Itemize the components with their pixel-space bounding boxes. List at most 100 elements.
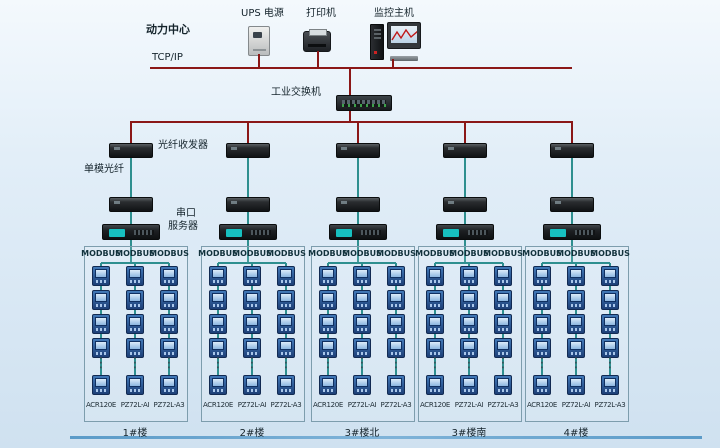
monitor-screen: [391, 26, 417, 43]
meter-screen: [212, 341, 224, 350]
meter-buttons: [213, 352, 224, 355]
meter-icon: [567, 290, 585, 310]
meter-screen: [536, 378, 548, 387]
meter-buttons: [281, 352, 292, 355]
column-ellipsis: ⋮: [569, 355, 583, 371]
meter-buttons: [323, 304, 334, 307]
fiber-transceiver-icon: [336, 143, 380, 158]
meter-icon: [160, 338, 178, 358]
meter-screen: [536, 341, 548, 350]
meter-screen: [356, 317, 368, 326]
serial-server-icon: [543, 224, 601, 240]
fiber-transceiver-label: 光纤收发器: [158, 140, 208, 151]
meter-icon: [387, 290, 405, 310]
meter-icon: [209, 314, 227, 334]
meter-icon: [387, 375, 405, 395]
modbus-label: MODBUS: [449, 249, 489, 258]
meter-icon: [533, 375, 551, 395]
printer-drop-line: [317, 51, 319, 68]
meter-model-label: ACR120E: [526, 401, 558, 409]
ups-drop-line: [258, 54, 260, 68]
meter-buttons: [357, 328, 368, 331]
meter-screen: [212, 269, 224, 278]
meter-buttons: [571, 280, 582, 283]
meter-buttons: [213, 304, 224, 307]
meter-icon: [126, 266, 144, 286]
meter-buttons: [96, 280, 107, 283]
meter-buttons: [247, 352, 258, 355]
meter-buttons: [391, 389, 402, 392]
building-label: 3#楼北: [344, 428, 380, 439]
meter-buttons: [464, 328, 475, 331]
meter-buttons: [391, 328, 402, 331]
meter-icon: [460, 338, 478, 358]
meter-buttons: [430, 280, 441, 283]
meter-screen: [280, 293, 292, 302]
meter-buttons: [96, 328, 107, 331]
meter-icon: [567, 375, 585, 395]
meter-screen: [497, 293, 509, 302]
fiber-transceiver-icon: [336, 197, 380, 212]
serial-group-line: [130, 240, 132, 263]
ups-icon: [248, 26, 270, 56]
meter-buttons: [130, 328, 141, 331]
meter-icon: [126, 375, 144, 395]
meter-icon: [426, 290, 444, 310]
meter-icon: [387, 338, 405, 358]
single-mode-fiber-line: [130, 158, 132, 197]
meter-screen: [429, 317, 441, 326]
meter-screen: [322, 293, 334, 302]
serial-group-line: [247, 240, 249, 263]
meter-buttons: [130, 389, 141, 392]
meter-model-label: PZ72L-A3: [153, 401, 185, 409]
column-ellipsis: ⋮: [428, 355, 442, 371]
meter-buttons: [391, 352, 402, 355]
meter-icon: [567, 314, 585, 334]
meter-screen: [570, 317, 582, 326]
meter-icon: [387, 314, 405, 334]
meter-icon: [494, 266, 512, 286]
meter-icon: [460, 290, 478, 310]
meter-icon: [319, 290, 337, 310]
tcpip-label: TCP/IP: [152, 52, 183, 63]
meter-screen: [536, 317, 548, 326]
distribution-bus-line: [131, 121, 573, 123]
meter-buttons: [164, 328, 175, 331]
meter-screen: [280, 317, 292, 326]
serial-server-display: [226, 229, 242, 237]
meter-screen: [390, 317, 402, 326]
meter-screen: [356, 293, 368, 302]
meter-buttons: [464, 352, 475, 355]
meter-screen: [129, 341, 141, 350]
meter-screen: [497, 317, 509, 326]
meter-buttons: [281, 328, 292, 331]
meter-model-label: PZ72L-AI: [237, 401, 267, 409]
meter-icon: [567, 338, 585, 358]
meter-buttons: [213, 280, 224, 283]
column-ellipsis: ⋮: [245, 355, 259, 371]
meter-icon: [353, 266, 371, 286]
meter-screen: [246, 293, 258, 302]
meter-icon: [277, 375, 295, 395]
meter-icon: [460, 266, 478, 286]
meter-screen: [163, 269, 175, 278]
meter-screen: [163, 293, 175, 302]
single-mode-fiber-line: [247, 158, 249, 197]
meter-model-label: ACR120E: [202, 401, 234, 409]
fiber-transceiver-icon: [109, 197, 153, 212]
meter-buttons: [498, 280, 509, 283]
meter-buttons: [281, 304, 292, 307]
meter-buttons: [247, 328, 258, 331]
meter-screen: [570, 341, 582, 350]
host-label: 监控主机: [374, 8, 414, 19]
meter-buttons: [391, 280, 402, 283]
building-label: 1#楼: [122, 428, 148, 439]
meter-screen: [163, 341, 175, 350]
serial-group-line: [571, 240, 573, 263]
meter-model-label: PZ72L-A3: [270, 401, 302, 409]
serial-server-icon: [329, 224, 387, 240]
meter-icon: [243, 314, 261, 334]
tcpip-bus-line: [150, 67, 572, 69]
meter-screen: [570, 293, 582, 302]
